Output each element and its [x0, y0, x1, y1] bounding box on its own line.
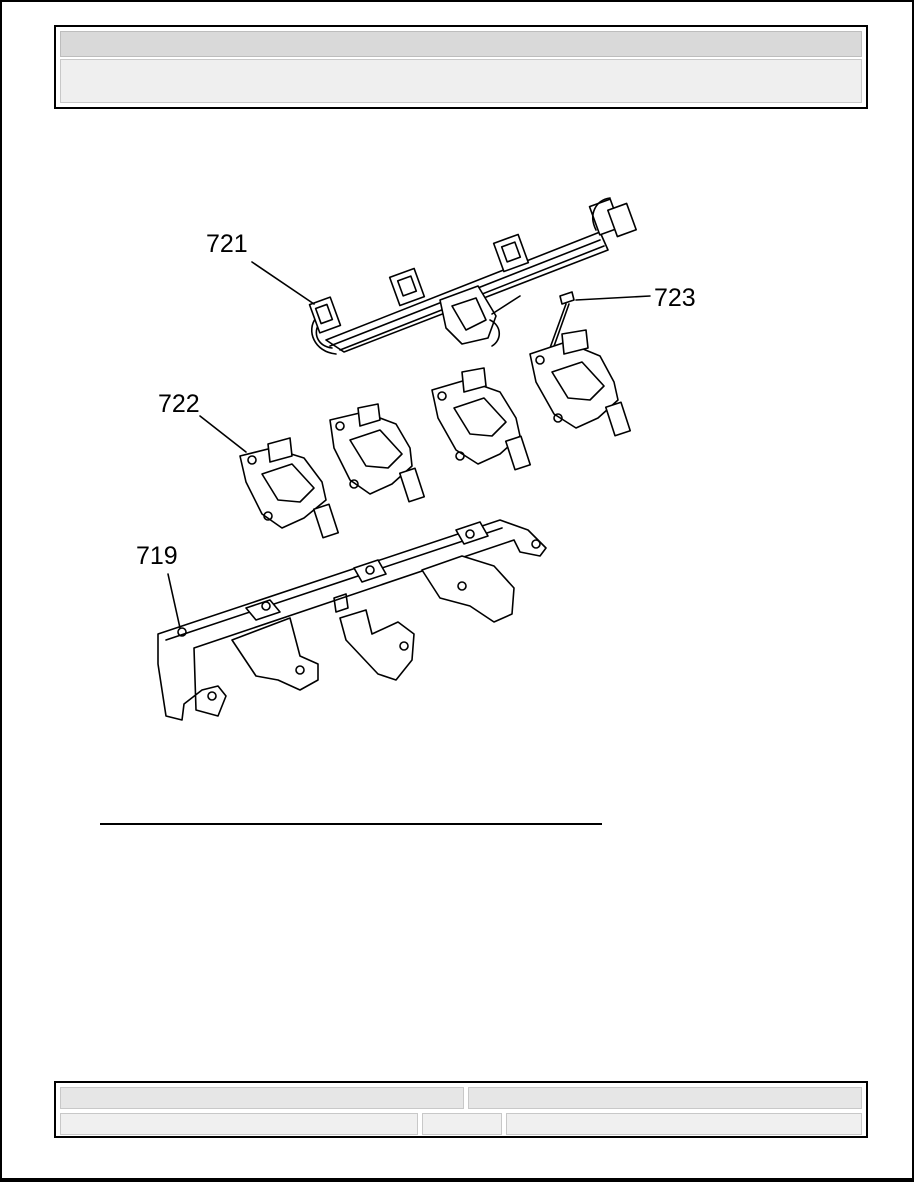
callout-723: 723: [654, 284, 696, 312]
footer-cell-d: [422, 1113, 502, 1135]
footer-cell-a: [60, 1087, 464, 1109]
page-header: [54, 25, 868, 109]
footer-cell-e: [506, 1113, 862, 1135]
callout-722: 722: [158, 390, 200, 418]
ignition-coil-3: [431, 367, 532, 471]
leader-721: [251, 261, 315, 305]
ignition-coil-exploded-diagram: [157, 197, 651, 721]
ignition-coil-harness: [308, 197, 637, 355]
footer-cell-c: [60, 1113, 418, 1135]
footer-cell-b: [468, 1087, 862, 1109]
header-title-bar: [60, 31, 862, 57]
leader-723: [575, 295, 651, 301]
ignition-coil-1: [239, 437, 340, 539]
leader-722: [199, 415, 247, 453]
ignition-coil-2: [329, 403, 426, 503]
header-subtitle-bar: [60, 59, 862, 103]
coil-bracket-719: [157, 519, 547, 721]
leader-719: [167, 573, 181, 629]
divider-rule: [100, 823, 602, 825]
ignition-coil-4: [529, 329, 632, 437]
callout-719: 719: [136, 542, 178, 570]
page-footer: [54, 1081, 868, 1138]
bolt-723: [549, 291, 575, 350]
callout-721: 721: [206, 230, 248, 258]
